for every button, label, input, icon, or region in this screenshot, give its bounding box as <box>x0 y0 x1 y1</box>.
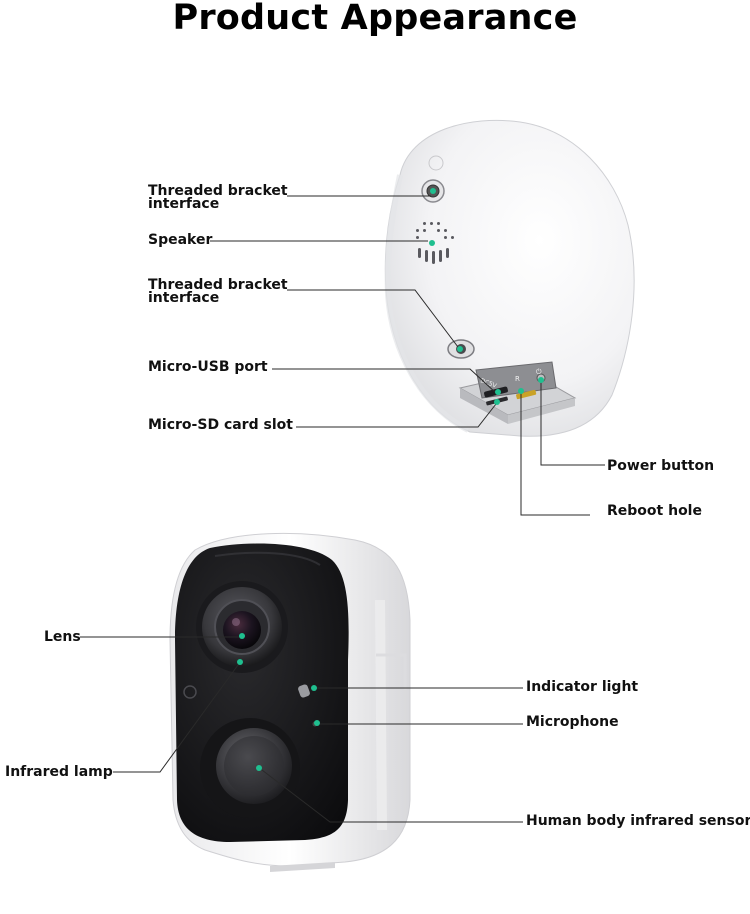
label-speaker: Speaker <box>148 232 213 248</box>
reset-mark: R <box>515 375 520 383</box>
pir-sensor <box>200 718 300 818</box>
label-threaded-bracket-top: Threaded bracket interface <box>148 183 288 212</box>
page-title: Product Appearance <box>172 0 578 38</box>
power-mark: ⏻ <box>536 368 542 376</box>
label-reboot-hole: Reboot hole <box>607 503 702 519</box>
logo-icon <box>428 155 444 171</box>
label-threaded-bracket-bottom: Threaded bracket interface <box>148 277 288 306</box>
label-indicator-light: Indicator light <box>526 679 639 695</box>
light-sensor <box>183 685 197 699</box>
lens-assembly <box>196 581 288 673</box>
label-microphone: Microphone <box>526 714 619 730</box>
label-power-button: Power button <box>607 458 715 474</box>
label-micro-sd-slot: Micro-SD card slot <box>148 417 293 433</box>
label-human-body-infrared-sensor: Human body infrared sensor <box>526 813 750 829</box>
port-tray: DC5V R ⏻ <box>458 361 577 424</box>
camera-front-view <box>80 532 523 872</box>
label-micro-usb-port: Micro-USB port <box>148 359 268 375</box>
indicator-light-shape <box>298 684 310 698</box>
label-lens: Lens <box>44 629 81 645</box>
label-infrared-lamp: Infrared lamp <box>5 764 113 780</box>
speaker-grille <box>416 222 454 264</box>
camera-back-view: DC5V R ⏻ <box>210 119 635 516</box>
